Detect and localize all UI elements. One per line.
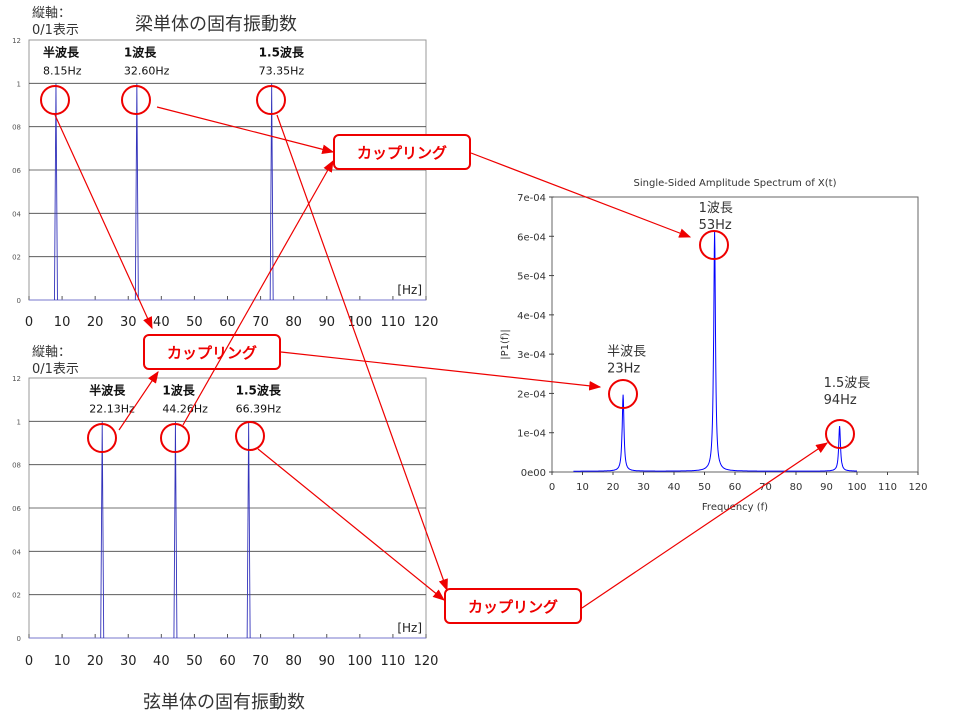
y-tick-label: 04 (12, 210, 21, 218)
coupling-box-2: カップリング (143, 334, 281, 370)
peak-line (173, 421, 178, 639)
x-tick-label: 120 (414, 654, 439, 669)
x-tick-label: 40 (153, 654, 170, 669)
x-tick-label: 60 (729, 482, 742, 493)
y-tick-label: 2e-04 (517, 389, 546, 400)
x-tick-label: 0 (549, 482, 555, 493)
y-tick-label: 04 (12, 548, 21, 556)
x-tick-label: 40 (668, 482, 681, 493)
peak-freq-label: 23Hz (607, 361, 640, 376)
unit-label: [Hz] (397, 283, 422, 297)
x-tick-label: 30 (120, 315, 137, 330)
x-tick-label: 90 (318, 315, 335, 330)
x-tick-label: 90 (318, 654, 335, 669)
y-tick-label: 02 (12, 592, 21, 600)
peak-label: 半波長 (43, 44, 80, 59)
x-tick-label: 60 (219, 654, 236, 669)
y-tick-label: 0 (17, 635, 21, 643)
peak-label: 1.5波長 (259, 44, 305, 59)
y-tick-label: 6e-04 (517, 232, 546, 243)
coupling-box-1: カップリング (333, 134, 471, 170)
y-tick-label: 12 (12, 37, 21, 45)
x-tick-label: 30 (120, 654, 137, 669)
x-tick-label: 30 (637, 482, 650, 493)
axis-note-line: 縦軸： (32, 6, 72, 21)
x-tick-label: 110 (381, 315, 406, 330)
x-tick-label: 50 (186, 654, 203, 669)
x-tick-label: 0 (25, 315, 33, 330)
x-tick-label: 20 (87, 654, 104, 669)
coupling-box-3: カップリング (444, 588, 582, 624)
y-tick-label: 06 (12, 505, 21, 513)
peak-label: 1波長 (124, 44, 157, 59)
y-tick-label: 12 (12, 375, 21, 383)
x-tick-label: 90 (820, 482, 833, 493)
y-tick-label: 02 (12, 254, 21, 262)
x-tick-label: 20 (607, 482, 620, 493)
y-tick-label: 1 (17, 80, 21, 88)
x-tick-label: 60 (219, 315, 236, 330)
x-tick-label: 120 (908, 482, 927, 493)
y-tick-label: 08 (12, 124, 21, 132)
peak-label: 1波長 (699, 201, 733, 216)
peak-label: 1波長 (162, 382, 195, 397)
beam-axis-note: 縦軸： 0/1表示 (32, 5, 79, 39)
peak-freq-label: 32.60Hz (124, 64, 170, 77)
peak-freq-label: 22.13Hz (89, 402, 135, 415)
x-tick-label: 100 (347, 654, 372, 669)
chart-title: Single-Sided Amplitude Spectrum of X(t) (634, 178, 837, 189)
y-tick-label: 4e-04 (517, 311, 546, 322)
x-tick-label: 0 (25, 654, 33, 669)
peak-freq-label: 8.15Hz (43, 64, 82, 77)
beam-title: 梁単体の固有振動数 (135, 14, 297, 35)
y-tick-label: 5e-04 (517, 272, 546, 283)
y-tick-label: 08 (12, 462, 21, 470)
x-tick-label: 80 (285, 315, 302, 330)
y-tick-label: 0e00 (521, 468, 546, 479)
x-tick-label: 120 (414, 315, 439, 330)
y-tick-label: 1 (17, 418, 21, 426)
plot-area (551, 196, 919, 473)
x-tick-label: 80 (790, 482, 803, 493)
axis-note-line: 0/1表示 (32, 23, 79, 38)
peak-freq-label: 66.39Hz (236, 402, 282, 415)
x-tick-label: 100 (847, 482, 866, 493)
x-tick-label: 10 (576, 482, 589, 493)
x-tick-label: 110 (381, 654, 406, 669)
y-tick-label: 0 (17, 297, 21, 305)
x-tick-label: 70 (252, 315, 269, 330)
peak-freq-label: 94Hz (824, 393, 857, 408)
x-tick-label: 40 (153, 315, 170, 330)
peak-freq-label: 73.35Hz (259, 64, 305, 77)
string-title: 弦単体の固有振動数 (143, 692, 305, 713)
string-axis-note: 縦軸： 0/1表示 (32, 344, 79, 378)
x-tick-label: 10 (54, 315, 71, 330)
y-tick-label: 06 (12, 167, 21, 175)
peak-label: 1.5波長 (236, 382, 282, 397)
peak-line (100, 421, 105, 639)
x-tick-label: 50 (186, 315, 203, 330)
y-tick-label: 3e-04 (517, 350, 546, 361)
axis-note-line: 0/1表示 (32, 362, 79, 377)
axis-note-line: 縦軸： (32, 345, 72, 360)
peak-label: 半波長 (607, 344, 646, 359)
x-tick-label: 110 (878, 482, 897, 493)
y-tick-label: 1e-04 (517, 429, 546, 440)
peak-label: 1.5波長 (824, 376, 871, 391)
y-axis-label: |P1(f)| (500, 329, 511, 359)
x-tick-label: 100 (347, 315, 372, 330)
x-tick-label: 20 (87, 315, 104, 330)
x-tick-label: 80 (285, 654, 302, 669)
peak-label: 半波長 (89, 382, 126, 397)
peak-freq-label: 53Hz (699, 218, 732, 233)
peak-freq-label: 44.26Hz (162, 402, 208, 415)
y-tick-label: 7e-04 (517, 193, 546, 204)
x-tick-label: 10 (54, 654, 71, 669)
x-tick-label: 50 (698, 482, 711, 493)
x-tick-label: 70 (759, 482, 772, 493)
unit-label: [Hz] (397, 621, 422, 635)
x-axis-label: Frequency (f) (702, 502, 768, 513)
x-tick-label: 70 (252, 654, 269, 669)
